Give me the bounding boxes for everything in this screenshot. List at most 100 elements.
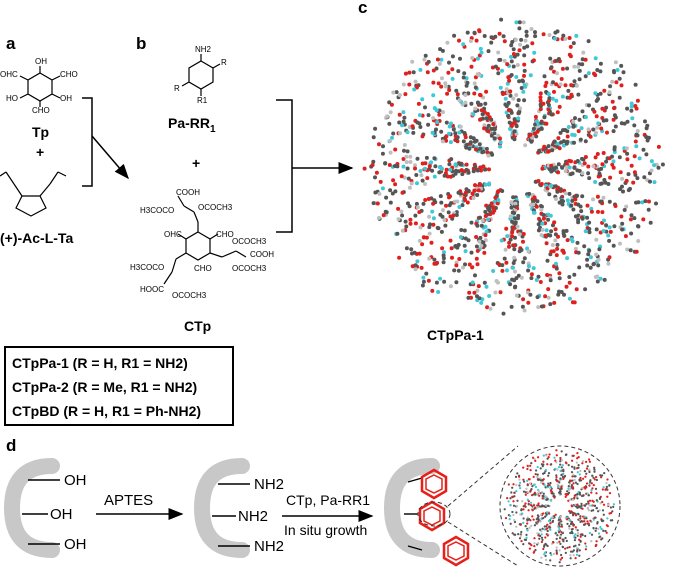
crystal-atom <box>652 163 657 168</box>
crystal-atom <box>466 295 471 300</box>
crystal-atom <box>445 91 450 96</box>
crystal-atom <box>526 464 529 468</box>
crystal-atom <box>474 38 479 43</box>
crystal-atom <box>572 79 577 84</box>
ctp-cho-3: CHO <box>194 264 212 273</box>
crystal-atom <box>511 47 516 52</box>
crystal-atom <box>552 541 555 544</box>
crystal-atom <box>581 520 584 523</box>
crystal-atom <box>544 228 549 233</box>
crystal-atom <box>644 152 649 157</box>
pa-rr1-sub: 1 <box>210 123 216 135</box>
tp-cho-right: CHO <box>60 70 78 79</box>
crystal-atom <box>543 471 546 475</box>
crystal-atom <box>539 120 544 125</box>
crystal-atom <box>510 265 515 270</box>
crystal-atom <box>554 513 557 516</box>
crystal-atom <box>524 491 527 494</box>
crystal-atom <box>468 39 473 43</box>
crystal-atom <box>567 499 570 502</box>
crystal-atom <box>538 537 541 540</box>
crystal-atom <box>602 178 607 182</box>
crystal-atom <box>551 520 554 524</box>
crystal-atom <box>540 481 543 484</box>
crystal-atom <box>475 223 480 228</box>
crystal-atom <box>582 244 587 249</box>
crystal-atom <box>447 203 452 208</box>
crystal-atom <box>498 85 503 90</box>
crystal-atom <box>619 121 624 126</box>
tp-oh-right: OH <box>60 94 72 103</box>
crystal-atom <box>580 171 585 176</box>
crystal-atom <box>535 493 539 496</box>
crystal-atom <box>529 276 534 281</box>
crystal-atom <box>512 243 517 248</box>
crystal-atom <box>617 155 622 160</box>
crystal-atom <box>406 176 411 181</box>
crystal-atom <box>587 220 592 225</box>
crystal-atom <box>517 20 522 25</box>
crystal-atom <box>441 208 445 213</box>
crystal-atom <box>598 199 603 204</box>
crystal-atom <box>614 80 619 85</box>
crystal-atom <box>403 71 408 76</box>
crystal-atom <box>546 504 550 507</box>
crystal-atom <box>585 545 588 548</box>
crystal-atom <box>448 238 453 243</box>
crystal-atom <box>546 463 549 466</box>
crystal-atom <box>602 88 607 93</box>
crystal-atom <box>564 228 569 233</box>
crystal-atom <box>559 515 563 518</box>
crystal-atom <box>546 107 551 112</box>
crystal-atom <box>391 90 396 95</box>
crystal-atom <box>424 155 429 160</box>
crystal-atom <box>550 517 553 520</box>
crystal-atom <box>588 134 593 139</box>
crystal-atom <box>643 119 647 124</box>
tp-oh-top: OH <box>35 57 47 66</box>
crystal-atom <box>524 33 529 38</box>
crystal-atom <box>530 524 533 528</box>
crystal-atom <box>577 463 580 467</box>
crystal-atom <box>629 104 634 109</box>
crystal-atom <box>562 540 565 543</box>
crystal-atom <box>546 217 551 222</box>
crystal-atom <box>458 56 462 61</box>
crystal-atom <box>413 163 417 168</box>
crystal-atom <box>502 256 507 261</box>
crystal-atom <box>595 492 598 495</box>
crystal-atom <box>478 117 482 122</box>
crystal-atom <box>415 259 420 264</box>
crystal-atom <box>463 100 468 105</box>
crystal-atom <box>559 535 562 538</box>
crystal-atom <box>643 199 648 204</box>
crystal-atom <box>518 486 522 490</box>
crystal-atom <box>522 62 527 67</box>
crystal-atom <box>577 77 582 82</box>
crystal-atom <box>543 553 546 556</box>
crystal-atom <box>450 76 455 81</box>
crystal-atom <box>417 210 422 215</box>
crystal-atom <box>535 295 540 300</box>
crystal-atom <box>609 511 613 515</box>
crystal-atom <box>593 155 598 160</box>
crystal-atom <box>457 38 461 43</box>
crystal-atom <box>561 229 566 234</box>
crystal-atom <box>432 156 437 161</box>
crystal-atom <box>565 516 569 519</box>
crystal-atom <box>531 456 535 459</box>
crystal-atom <box>554 165 558 170</box>
crystal-atom <box>453 199 458 204</box>
crystal-atom <box>508 127 512 131</box>
crystal-atom <box>531 58 536 63</box>
crystal-atom <box>483 209 488 214</box>
crystal-atom <box>560 473 563 477</box>
panel-label-b: b <box>136 34 147 53</box>
crystal-atom <box>588 460 592 463</box>
crystal-atom <box>539 520 542 523</box>
crystal-atom <box>549 249 554 254</box>
crystal-atom <box>575 553 579 556</box>
crystal-atom <box>572 64 577 69</box>
crystal-atom <box>583 139 588 144</box>
crystal-atom <box>561 531 564 535</box>
